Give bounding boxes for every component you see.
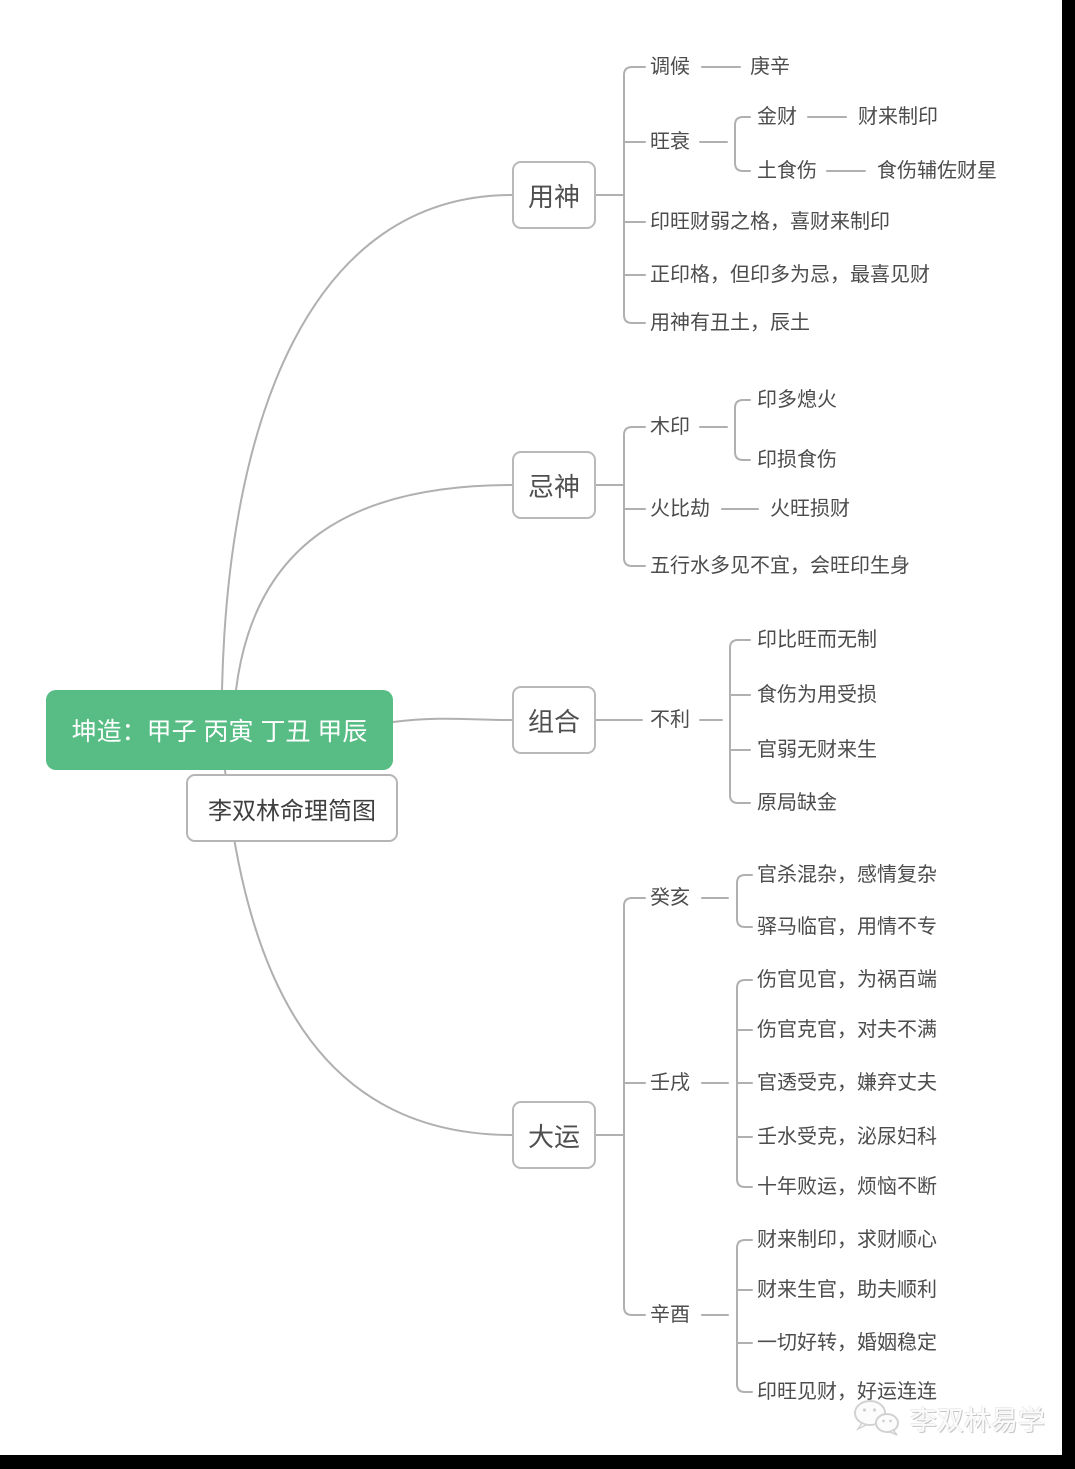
topic-zuhe[interactable]: 组合 [512,686,596,754]
node-yongshen-note3: 用神有丑土，辰土 [650,312,810,334]
node-muyin-item1: 印多熄火 [757,389,837,411]
node-renxu-item4: 壬水受克，泌尿妇科 [757,1126,937,1148]
node-huobijie: 火比劫 [650,498,710,520]
node-guihai: 癸亥 [650,887,690,909]
node-buli-item1: 印比旺而无制 [757,629,877,651]
node-jishen-note1: 五行水多见不宜，会旺印生身 [650,555,910,577]
node-tiaohou-value: 庚辛 [750,56,790,78]
node-xinyou-item1: 财来制印，求财顺心 [757,1229,937,1251]
node-tushishang-value: 食伤辅佐财星 [877,160,997,182]
node-renxu-item5: 十年败运，烦恼不断 [757,1176,937,1198]
frame-edge-bottom [0,1455,1075,1469]
watermark-text: 李双林易学 [910,1405,1045,1436]
node-tushishang: 土食伤 [757,160,817,182]
node-buli-item2: 食伤为用受损 [757,684,877,706]
watermark: 李双林易学 [852,1398,1045,1438]
topic-dayun[interactable]: 大运 [512,1101,596,1169]
node-buli-item3: 官弱无财来生 [757,739,877,761]
node-xinyou-item3: 一切好转，婚姻稳定 [757,1332,937,1354]
node-xinyou-item2: 财来生官，助夫顺利 [757,1279,937,1301]
topic-yongshen[interactable]: 用神 [512,161,596,229]
curve-root-zuhe [392,717,513,723]
node-guihai-item2: 驿马临官，用情不专 [757,916,937,938]
node-muyin-item2: 印损食伤 [757,449,837,471]
node-xinyou: 辛酉 [650,1304,690,1326]
root-topic[interactable]: 坤造：甲子 丙寅 丁丑 甲辰 [46,690,393,770]
curve-root-yongshen [221,194,513,691]
node-buli: 不利 [650,709,690,731]
node-yongshen-note1: 印旺财弱之格，喜财来制印 [650,211,890,233]
node-renxu-item2: 伤官克官，对夫不满 [757,1019,937,1041]
legend-topic[interactable]: 李双林命理简图 [186,774,398,842]
node-renxu-item1: 伤官见官，为祸百端 [757,969,937,991]
curve-root-dayun [224,769,513,1136]
node-huobijie-value: 火旺损财 [770,498,850,520]
node-renxu-item3: 官透受克，嫌弃丈夫 [757,1072,937,1094]
node-guihai-item1: 官杀混杂，感情复杂 [757,864,937,886]
node-jincai: 金财 [757,106,797,128]
node-muyin: 木印 [650,416,690,438]
node-buli-item4: 原局缺金 [757,792,837,814]
frame-edge-right [1062,0,1075,1469]
node-yongshen-note2: 正印格，但印多为忌，最喜见财 [650,264,930,286]
node-renxu: 壬戌 [650,1072,690,1094]
wechat-icon [854,1400,899,1436]
node-xinyou-item4: 印旺见财，好运连连 [757,1381,937,1403]
topic-jishen[interactable]: 忌神 [512,451,596,519]
node-tiaohou: 调候 [650,56,690,78]
node-jincai-value: 财来制印 [858,106,938,128]
node-wangshuai: 旺衰 [650,131,690,153]
curve-root-jishen [235,484,513,691]
